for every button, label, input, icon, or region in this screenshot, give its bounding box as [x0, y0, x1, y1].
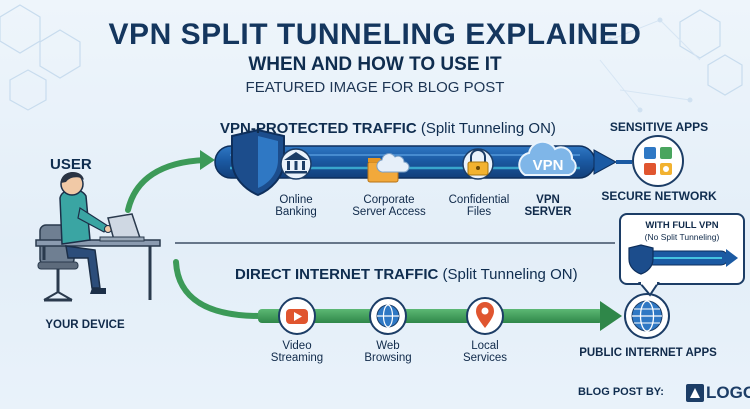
vpn-traffic-note: (Split Tunneling ON) [420, 120, 556, 137]
direct-item-local-services: Local Services [462, 340, 508, 364]
user-at-desk-illustration [35, 172, 161, 302]
vpn-item-corporate-server-access: Corporate Server Access [352, 194, 426, 218]
vpn-cloud-icon [518, 140, 577, 176]
public-internet-apps-label: PUBLIC INTERNET APPS [579, 347, 717, 359]
direct-traffic-heading: DIRECT INTERNET TRAFFIC (Split Tunneling… [235, 266, 578, 283]
shield-icon [231, 128, 285, 197]
full-vpn-callout [619, 213, 745, 297]
video-streaming-icon [278, 297, 316, 335]
page-caption: FEATURED IMAGE FOR BLOG POST [245, 79, 505, 96]
folder-cloud-icon [367, 153, 410, 183]
page-title: VPN SPLIT TUNNELING EXPLAINED [108, 18, 642, 51]
location-pin-icon [466, 297, 504, 335]
direct-path [258, 309, 603, 323]
web-browsing-icon [369, 297, 407, 335]
page-subtitle: WHEN AND HOW TO USE IT [248, 54, 502, 75]
vpn-traffic-heading: VPN-PROTECTED TRAFFIC (Split Tunneling O… [220, 120, 556, 137]
public-internet-globe-icon [624, 293, 670, 339]
sensitive-apps-label: SENSITIVE APPS [609, 120, 709, 134]
direct-item-video-streaming: Video Streaming [270, 340, 324, 364]
vpn-cloud-text: VPN [533, 157, 564, 174]
full-vpn-note: (No Split Tunneling) [644, 232, 720, 242]
vpn-server-label: VPN SERVER [524, 194, 572, 218]
vpn-tunnel-arrowhead [593, 149, 618, 175]
vpn-curve-arrow [125, 157, 208, 213]
full-vpn-title: WITH FULL VPN [645, 220, 719, 231]
vpn-traffic-heading-text: VPN-PROTECTED TRAFFIC [220, 120, 417, 137]
bank-icon [280, 148, 312, 180]
vpn-curve-arrowhead [200, 150, 215, 170]
logo-icon [686, 384, 704, 402]
direct-curve-arrow [173, 259, 263, 319]
direct-traffic-note: (Split Tunneling ON) [442, 266, 578, 283]
direct-path-arrowhead [600, 301, 622, 331]
blog-post-by-label: BLOG POST BY: [578, 386, 664, 398]
vpn-item-confidential-files: Confidential Files [448, 194, 510, 218]
your-device-label: YOUR DEVICE [45, 319, 125, 331]
direct-traffic-heading-text: DIRECT INTERNET TRAFFIC [235, 266, 439, 283]
secure-network-label: SECURE NETWORK [601, 189, 717, 203]
vpn-item-online-banking: Online Banking [275, 194, 317, 218]
user-label: USER [50, 156, 92, 173]
direct-item-web-browsing: Web Browsing [364, 340, 412, 364]
lock-icon [462, 148, 494, 180]
logo-text: LOGO [706, 383, 750, 402]
secure-network-icon [632, 135, 684, 187]
